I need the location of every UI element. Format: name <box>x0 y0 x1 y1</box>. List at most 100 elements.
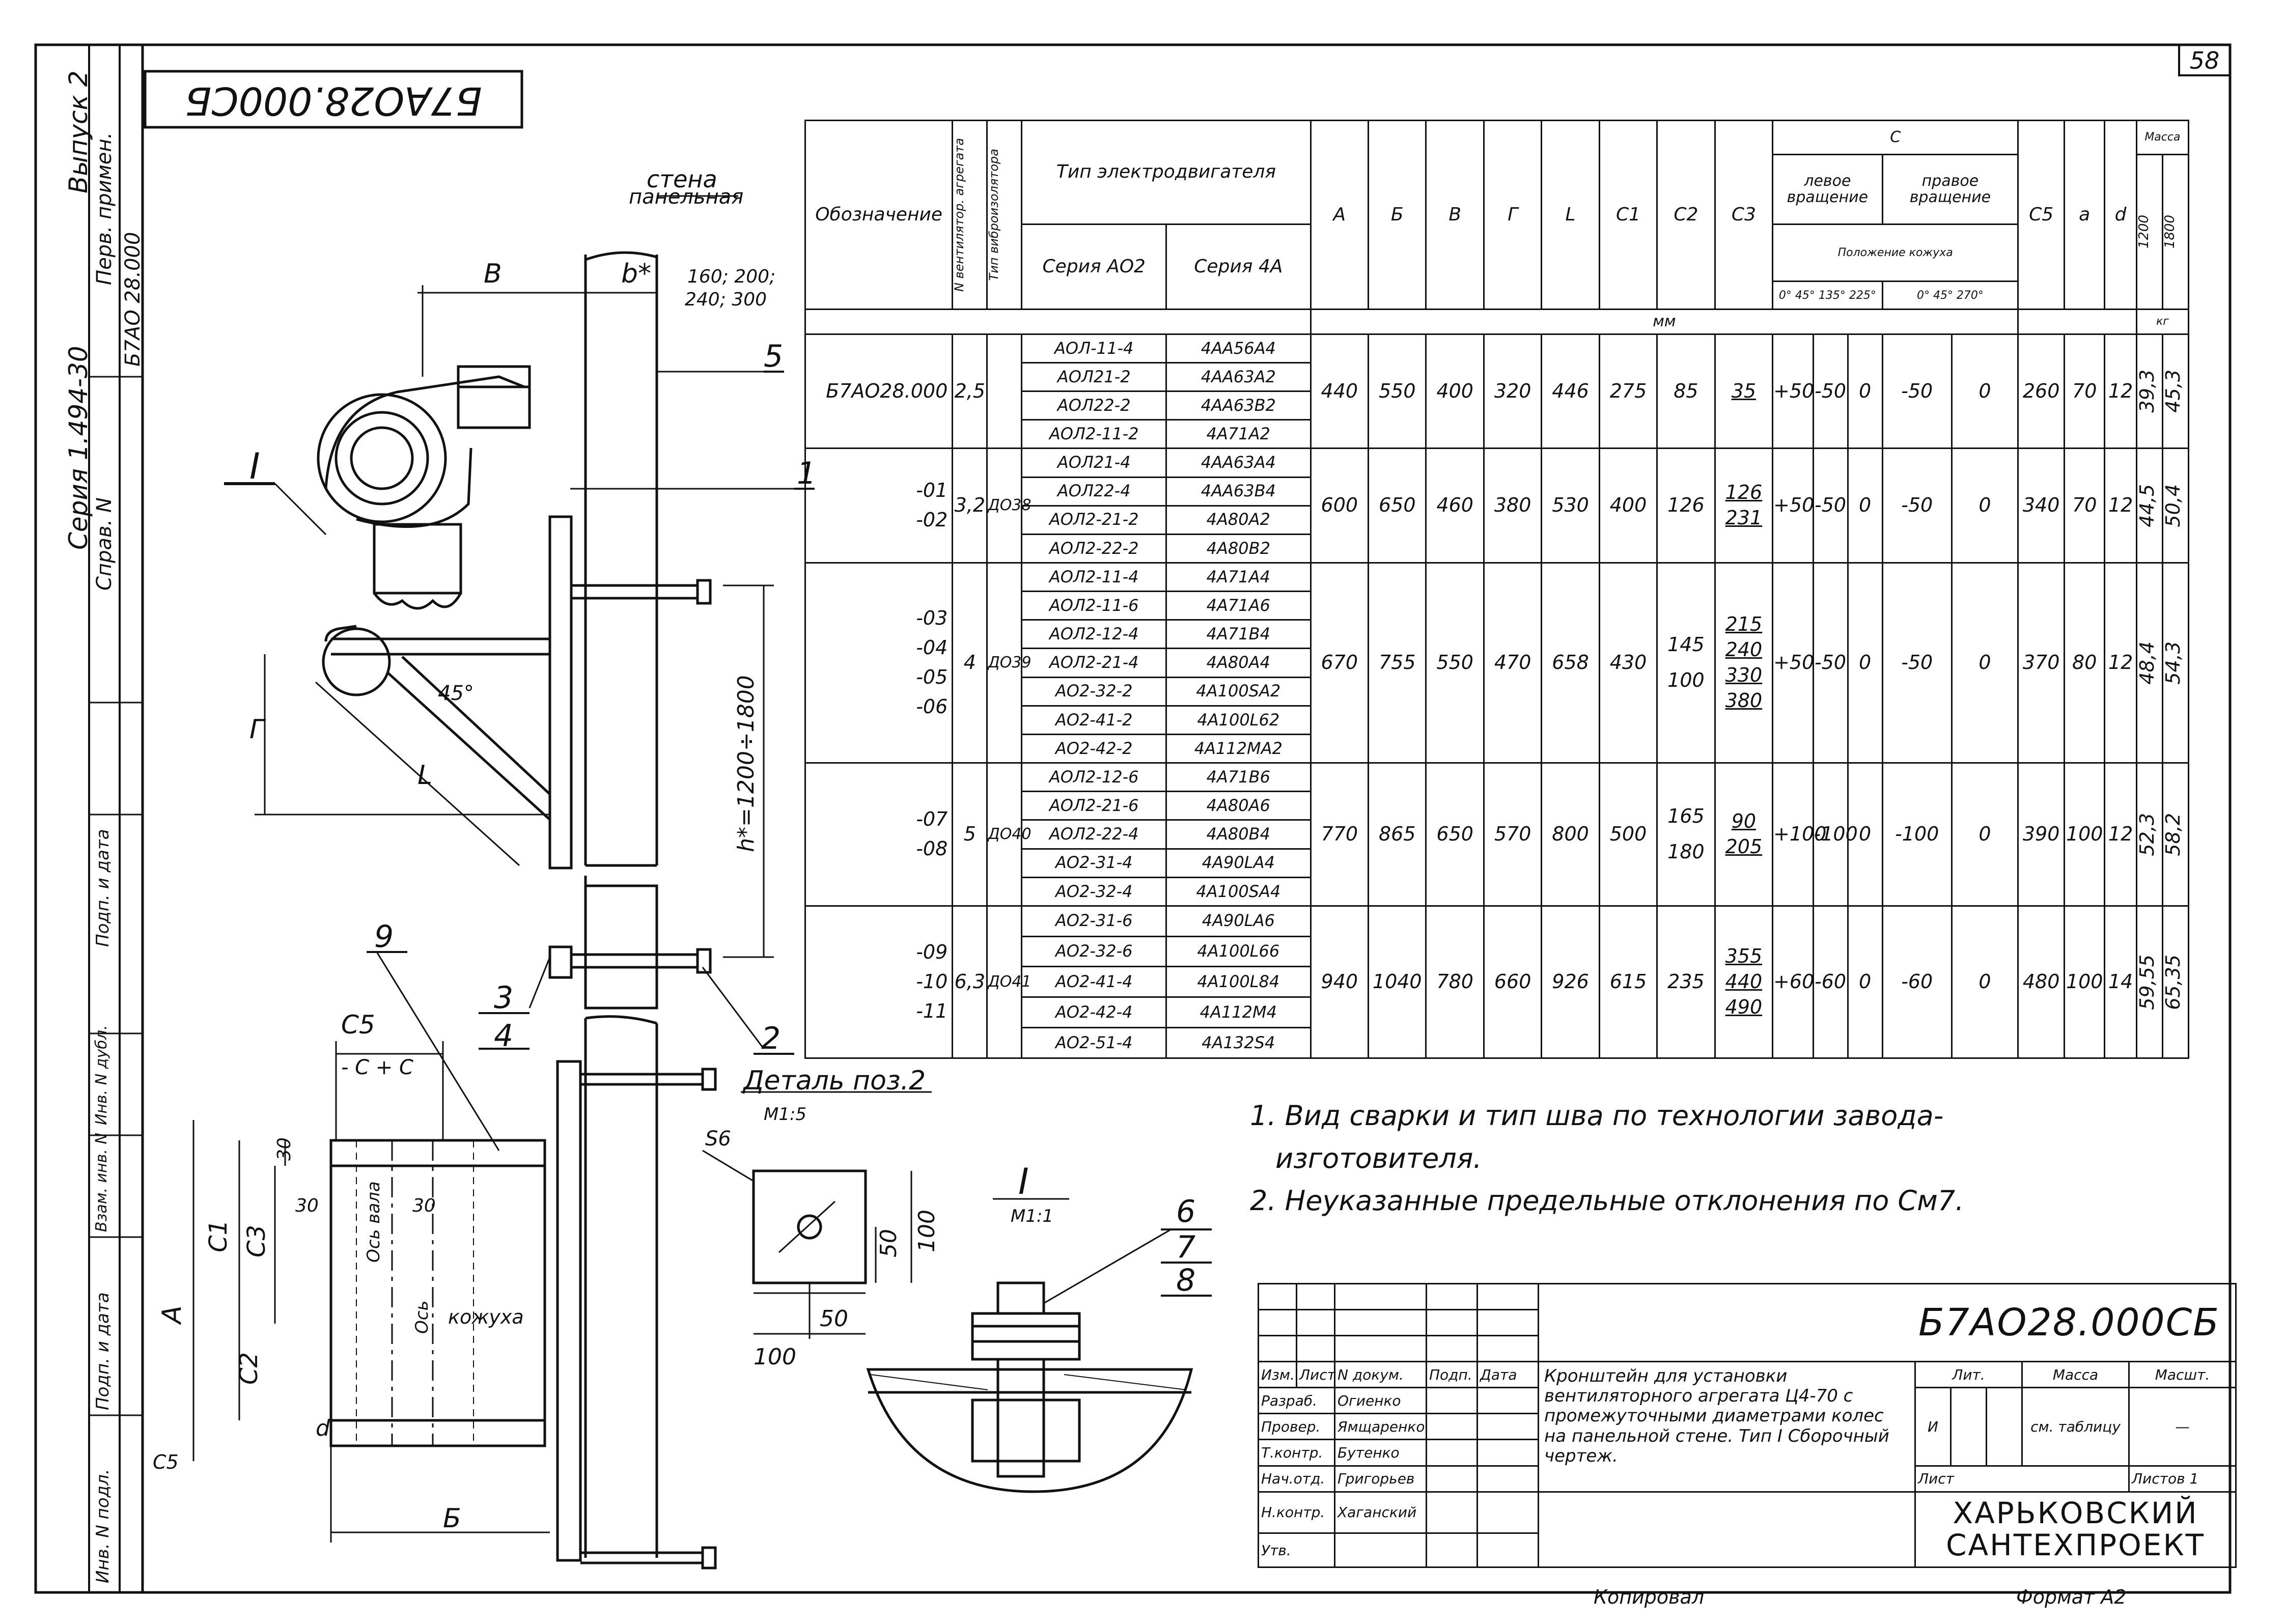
designation: -04 <box>916 636 948 659</box>
fan-no: 6,3 <box>952 905 988 1059</box>
hdr-right-rot: правое вращение <box>1881 153 2019 225</box>
callout-2: 2 <box>761 1021 781 1056</box>
dim-C2-alt: 100 <box>1667 669 1705 692</box>
tb-role-3: Т.контр. <box>1258 1439 1335 1467</box>
motor-ao2: АО2-32-2 <box>1021 676 1167 707</box>
motor-4a: 4А80А4 <box>1165 648 1312 678</box>
wall-sizes-1: 160; 200; <box>687 266 775 287</box>
hdr-mass-1800: 1800 <box>2162 215 2178 249</box>
motor-4a: 4А71А6 <box>1165 591 1312 621</box>
hdr-V: В <box>1425 119 1485 311</box>
dim-G: 660 <box>1483 905 1543 1059</box>
val-cl1: +50 <box>1772 333 1814 450</box>
detail-pos2 <box>702 1091 932 1339</box>
axis-wheel-label: Ось вала <box>364 1181 384 1263</box>
designation-cell: Б7АО28.000 <box>804 333 954 450</box>
designation: -10 <box>916 970 948 993</box>
dim-C1: 400 <box>1598 447 1658 564</box>
motor-4a: 4А132S4 <box>1165 1026 1312 1059</box>
hdr-C1: С1 <box>1598 119 1658 311</box>
hdr-B: Б <box>1368 119 1427 311</box>
dim-C3-value: 126 <box>1725 481 1763 504</box>
val-cl1: +60 <box>1772 905 1814 1059</box>
motor-ao2: АО2-41-2 <box>1021 705 1167 735</box>
hdr-motor-type: Тип электродвигателя <box>1021 120 1312 225</box>
dim-V: 650 <box>1425 762 1485 907</box>
dim-C3-value: 380 <box>1725 689 1763 712</box>
tb-col-doc: N докум. <box>1334 1361 1427 1389</box>
plan-A: А <box>157 1305 187 1325</box>
val-cl1: +50 <box>1772 447 1814 564</box>
tb-lit-value: И <box>1914 1387 1952 1467</box>
val-d: 12 <box>2104 447 2137 564</box>
motor-ao2: АОЛ2-22-4 <box>1021 819 1167 850</box>
dim-L: 530 <box>1541 447 1600 564</box>
mass-1800: 58,2 <box>2161 762 2190 907</box>
height-label: h*=1200÷1800 <box>733 675 759 852</box>
mass-1200: 52,3 <box>2135 762 2163 907</box>
plan-30b: 30 <box>295 1195 319 1216</box>
tb-name-3: Бутенко <box>1334 1439 1427 1467</box>
hdr-a: а <box>2063 119 2106 311</box>
mass-1800-text: 58,2 <box>2161 813 2184 856</box>
detail-100v: 100 <box>914 1210 940 1252</box>
designation: -02 <box>916 509 948 531</box>
dim-A: 600 <box>1309 447 1370 564</box>
tb-name-5: Хаганский <box>1334 1491 1427 1534</box>
hdr-casing-pos: Положение кожуха <box>1772 223 2019 283</box>
val-cr1: -100 <box>1881 762 1953 907</box>
dim-C2-value: 235 <box>1667 970 1705 993</box>
hdr-A: А <box>1309 119 1370 311</box>
tb-role-6: Утв. <box>1258 1532 1335 1568</box>
motor-4a: 4А71А2 <box>1165 419 1312 450</box>
plan-30c: 30 <box>412 1195 436 1216</box>
designation-cell: -09-10-11 <box>804 905 954 1059</box>
tb-col-list: Лист <box>1296 1361 1335 1389</box>
plan-c1: С1 <box>204 1220 233 1252</box>
val-d: 12 <box>2104 562 2137 764</box>
val-cl3: 0 <box>1847 905 1883 1059</box>
tb-scale-value: — <box>2128 1387 2237 1467</box>
vib-type: ДО39 <box>986 562 1032 764</box>
motor-4a: 4АА63В4 <box>1165 476 1312 507</box>
callout-3: 3 <box>494 980 513 1016</box>
dim-V: 460 <box>1425 447 1485 564</box>
hdr-mass: Масса <box>2135 120 2190 155</box>
stamp-box <box>144 70 523 129</box>
motor-4a: 4АА56А4 <box>1165 333 1312 363</box>
motor-ao2: АОЛ2-11-2 <box>1021 419 1167 450</box>
designation: Б7АО28.000 <box>826 379 948 402</box>
tb-name-4: Григорьев <box>1334 1465 1427 1493</box>
val-cl2: -50 <box>1812 333 1849 450</box>
val-a: 100 <box>2063 905 2106 1059</box>
motor-ao2: АОЛ2-12-6 <box>1021 762 1167 793</box>
val-cr2: 0 <box>1950 333 2019 450</box>
designation: -06 <box>916 695 948 718</box>
dim-C3-value: 205 <box>1725 835 1763 858</box>
motor-4a: 4А71В4 <box>1165 619 1312 650</box>
val-a: 70 <box>2063 447 2106 564</box>
designation: -05 <box>916 666 948 689</box>
mass-1200: 59,55 <box>2135 905 2163 1059</box>
dim-C1: 500 <box>1598 762 1658 907</box>
val-C5: 390 <box>2017 762 2065 907</box>
dim-C3-value: 440 <box>1725 970 1763 993</box>
tb-code: Б7АО28.000СБ <box>1537 1282 2237 1363</box>
val-C5: 260 <box>2017 333 2065 450</box>
copied-label: Копировал <box>1594 1586 1704 1608</box>
